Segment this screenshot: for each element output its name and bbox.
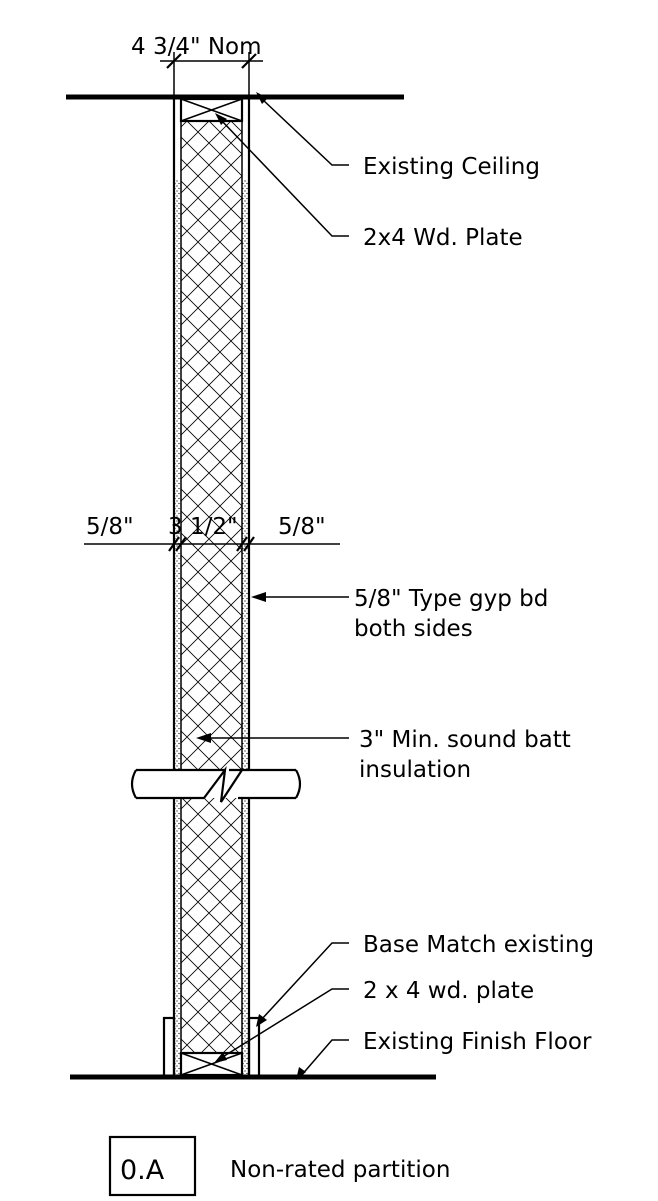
callout-gyp-board-line1: 5/8" Type gyp bd (354, 586, 548, 612)
base-trim (162, 1016, 261, 1078)
callout-insulation-line1: 3" Min. sound batt (359, 727, 571, 753)
stud-dimension: 3 1/2" (168, 514, 238, 540)
callout-top-plate: 2x4 Wd. Plate (363, 225, 523, 251)
detail-tag-box (108, 1135, 197, 1197)
component-dimensions (84, 536, 340, 552)
overall-dimension (160, 52, 263, 97)
callout-insulation-line2: insulation (359, 757, 471, 783)
right-board-dimension: 5/8" (278, 514, 326, 540)
break-line (130, 766, 302, 803)
leader-lines (196, 92, 349, 1080)
left-board-dimension: 5/8" (86, 514, 134, 540)
gyp-board-left (172, 97, 182, 1077)
callout-existing-floor: Existing Finish Floor (363, 1029, 592, 1055)
detail-tag-id: 0.A (120, 1155, 165, 1186)
callout-base: Base Match existing (363, 932, 594, 958)
top-plate-2x4 (179, 97, 244, 123)
overall-dimension-label: 4 3/4" Nom (131, 34, 262, 60)
bottom-plate-2x4 (179, 1051, 244, 1077)
sound-batt-insulation (181, 121, 242, 1053)
callout-gyp-board-line2: both sides (354, 616, 473, 642)
gyp-board-right (241, 97, 251, 1077)
callout-bottom-plate: 2 x 4 wd. plate (363, 978, 534, 1004)
callout-existing-ceiling: Existing Ceiling (363, 154, 540, 180)
detail-title: Non-rated partition (230, 1157, 450, 1183)
